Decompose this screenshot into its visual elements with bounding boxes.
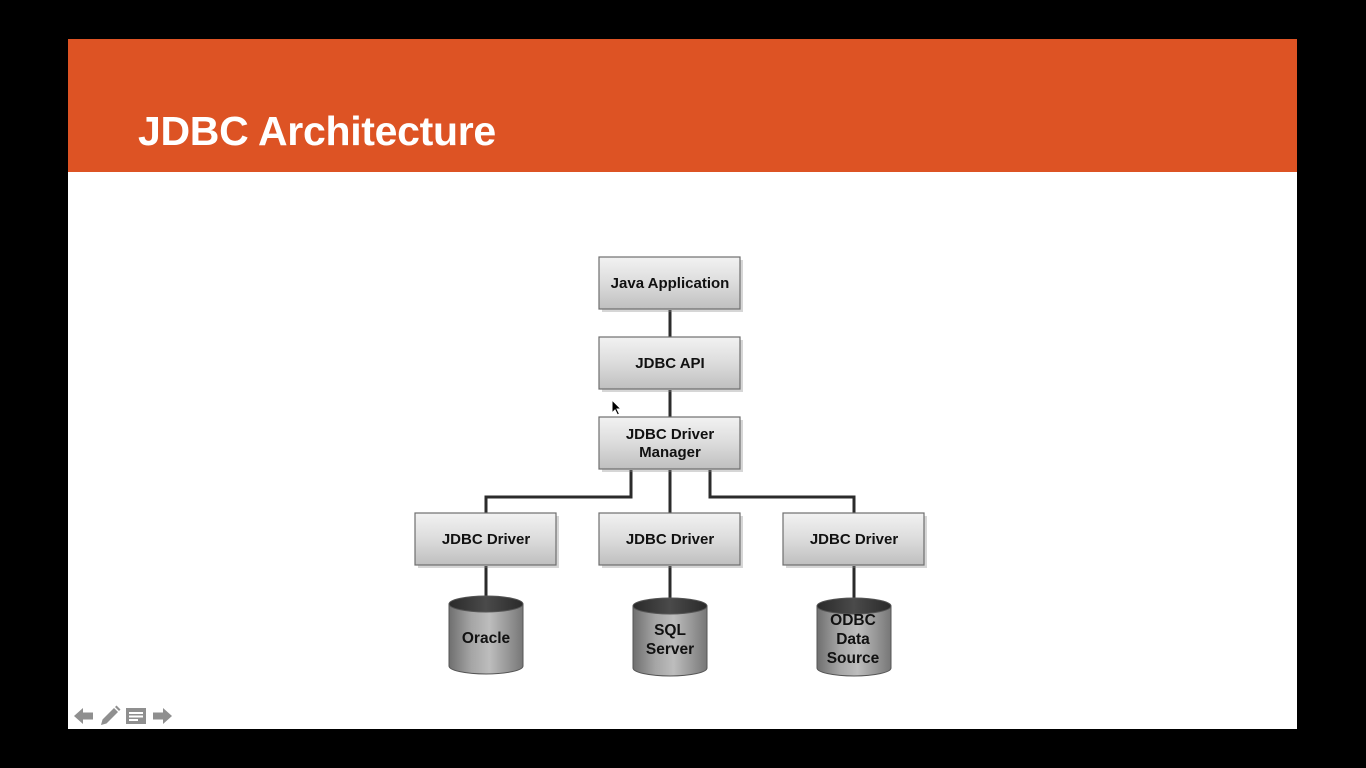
node-jdbc-driver-1: JDBC Driver bbox=[414, 512, 559, 568]
title-bar: JDBC Architecture bbox=[68, 39, 1297, 172]
node-odbc-data-source-database-icon: ODBC Data Source bbox=[816, 597, 892, 677]
mouse-cursor-icon bbox=[611, 399, 623, 416]
node-jdbc-driver-2: JDBC Driver bbox=[598, 512, 743, 568]
node-label: Java Application bbox=[611, 275, 730, 292]
node-jdbc-driver-manager: JDBC Driver Manager bbox=[598, 416, 743, 472]
node-jdbc-api: JDBC API bbox=[598, 336, 743, 392]
node-label: JDBC Driver bbox=[626, 531, 715, 548]
node-oracle-database-icon: Oracle bbox=[448, 595, 524, 675]
node-java-application: Java Application bbox=[598, 256, 743, 312]
slide-nav-controls bbox=[72, 704, 176, 728]
node-label-line-3: Source bbox=[827, 650, 880, 667]
node-jdbc-driver-3: JDBC Driver bbox=[782, 512, 927, 568]
node-sql-server-database-icon: SQL Server bbox=[632, 597, 708, 677]
node-label-line-1: ODBC bbox=[830, 612, 876, 629]
slide-title: JDBC Architecture bbox=[138, 108, 496, 154]
node-label-line-1: SQL bbox=[654, 622, 686, 639]
pencil-icon[interactable] bbox=[98, 704, 122, 728]
node-label: Oracle bbox=[462, 630, 511, 647]
node-label: JDBC Driver bbox=[810, 531, 899, 548]
node-label: JDBC API bbox=[635, 355, 704, 372]
arrow-left-icon[interactable] bbox=[72, 704, 96, 728]
node-label: JDBC Driver bbox=[442, 531, 531, 548]
node-label-line-2: Manager bbox=[639, 444, 701, 461]
edge-driver-manager-jdbc-driver-3 bbox=[708, 470, 856, 514]
menu-icon[interactable] bbox=[124, 704, 148, 728]
node-label-line-2: Data bbox=[836, 631, 870, 648]
connectors bbox=[484, 310, 856, 600]
node-label-line-1: JDBC Driver bbox=[626, 426, 715, 443]
arrow-right-icon[interactable] bbox=[150, 704, 174, 728]
edge-driver-manager-jdbc-driver-1 bbox=[484, 470, 633, 514]
node-label-line-2: Server bbox=[646, 641, 694, 658]
